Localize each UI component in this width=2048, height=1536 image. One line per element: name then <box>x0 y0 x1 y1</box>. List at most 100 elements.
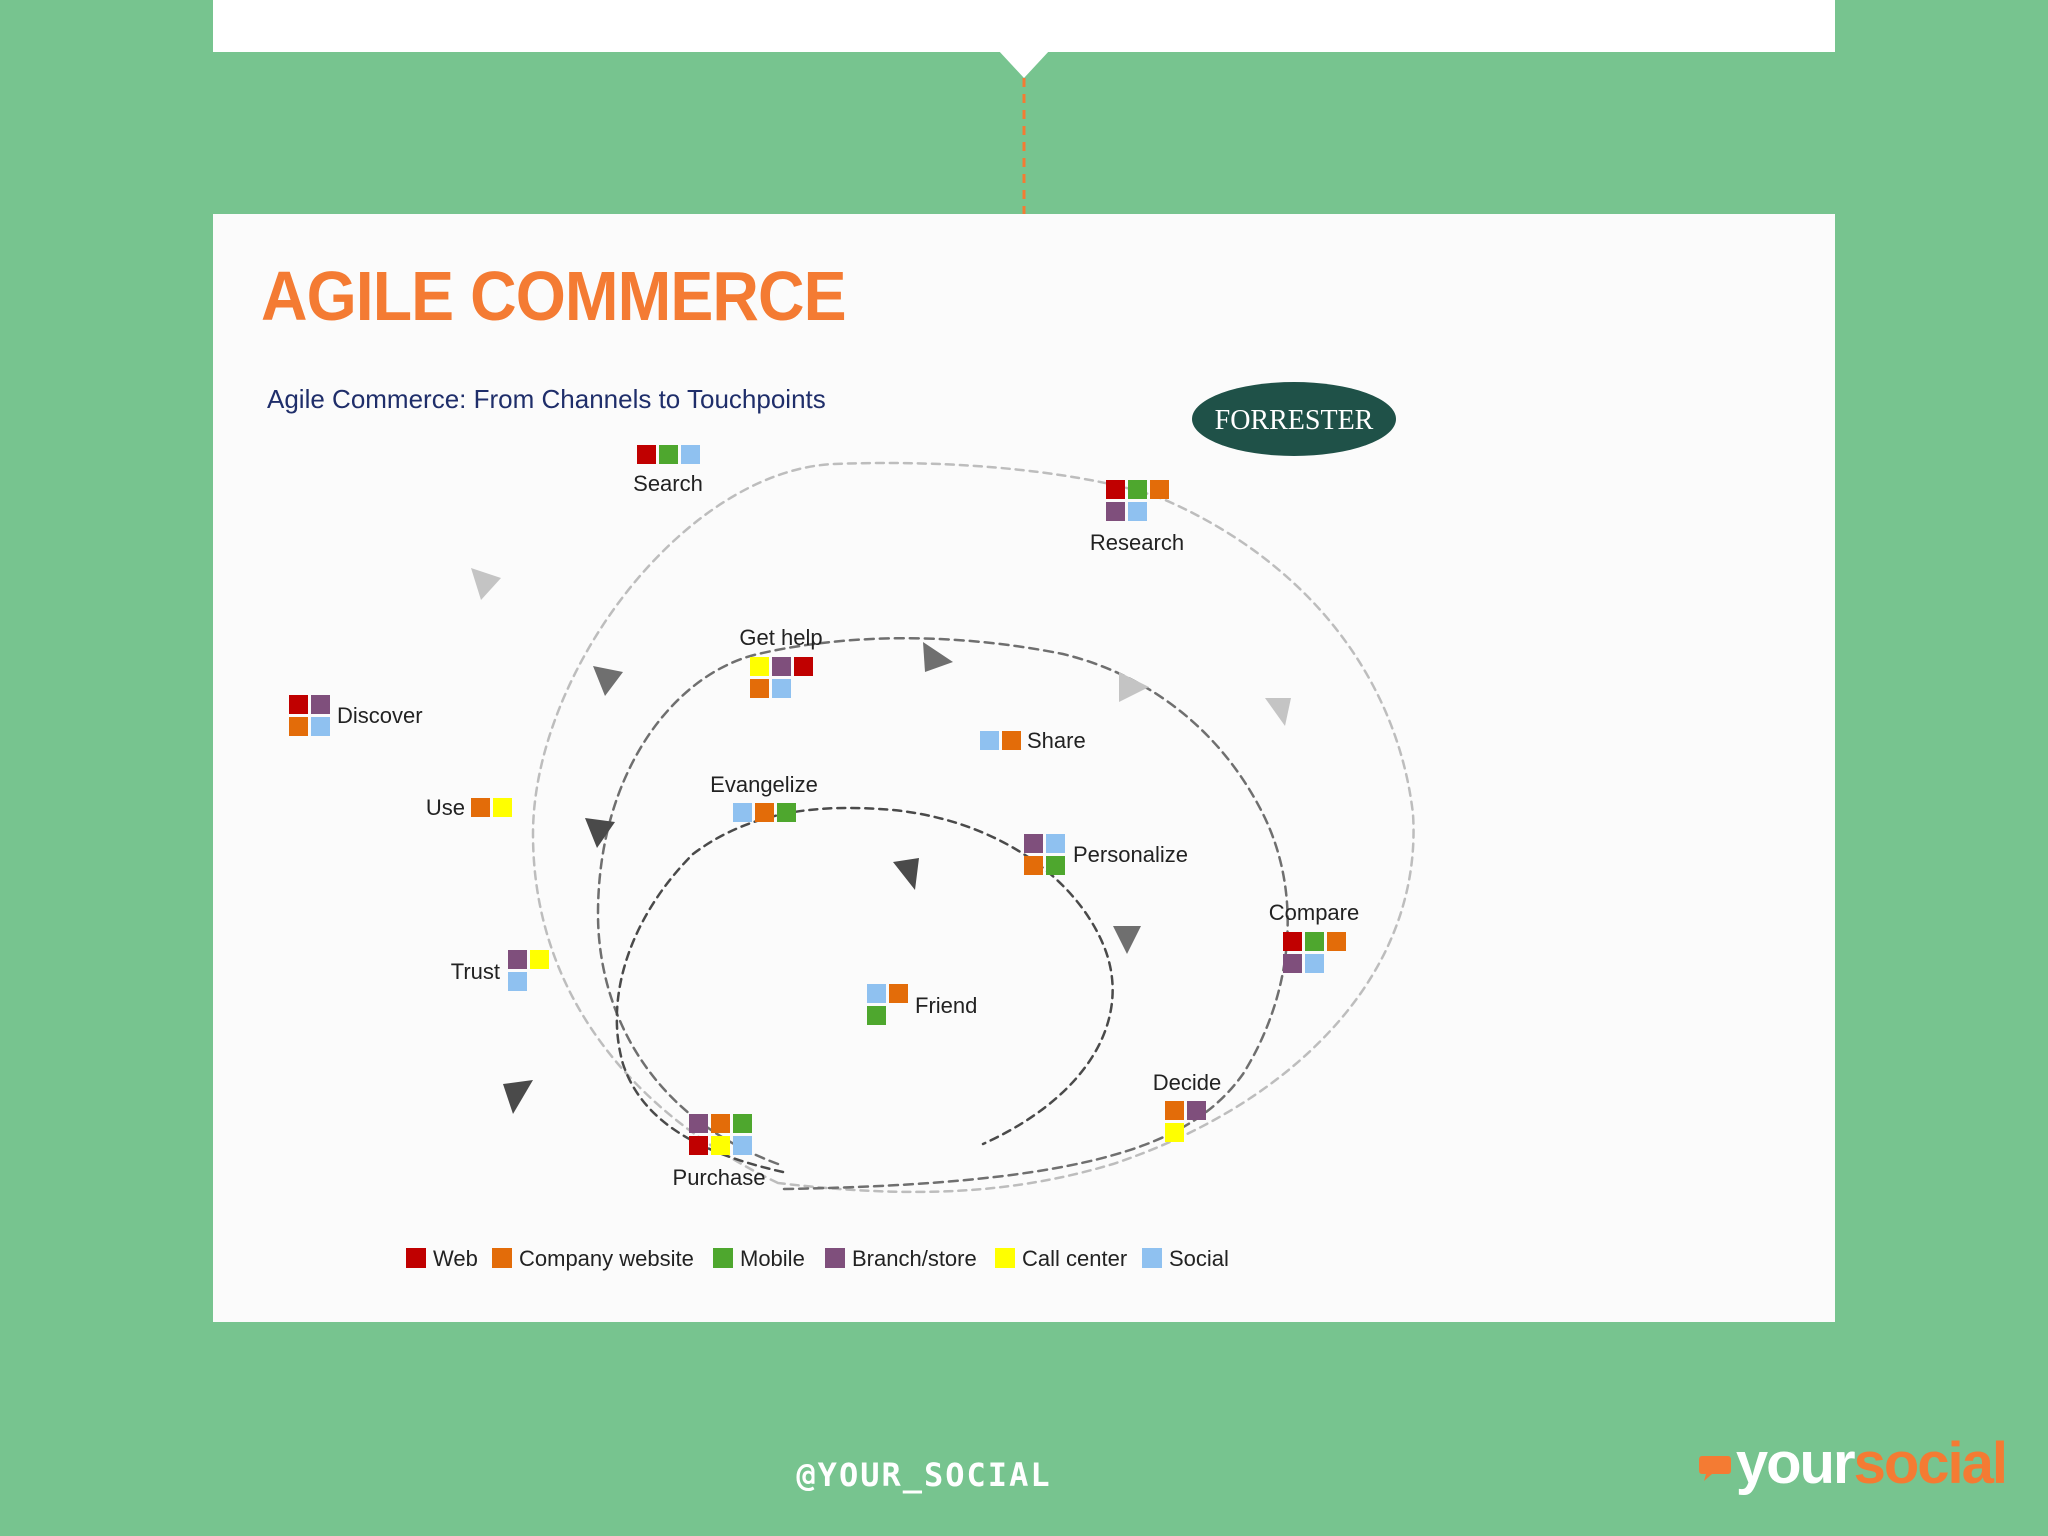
channel-mobile <box>1305 932 1324 951</box>
legend-label-company-website: Company website <box>519 1246 694 1271</box>
node-personalize: Personalize <box>1024 834 1188 875</box>
channel-legend: Web Company website Mobile Branch/store … <box>406 1246 1229 1271</box>
node-friend: Friend <box>867 984 977 1025</box>
outer-loop <box>531 461 1415 1194</box>
channel-branch-store <box>508 950 527 969</box>
legend-swatch-branch-store <box>825 1248 845 1268</box>
speech-bubble-icon <box>1698 1456 1731 1481</box>
channel-social <box>772 679 791 698</box>
channel-social <box>980 731 999 750</box>
channel-mobile <box>659 445 678 464</box>
channel-call-center <box>530 950 549 969</box>
node-label: Personalize <box>1073 842 1188 867</box>
node-label: Share <box>1027 728 1086 753</box>
channel-branch-store <box>1024 834 1043 853</box>
channel-company-website <box>471 798 490 817</box>
flow-arrows <box>471 568 1291 1114</box>
channel-company-website <box>889 984 908 1003</box>
slide-title: AGILE COMMERCE <box>261 257 847 335</box>
arrow-inner-1 <box>585 818 615 848</box>
node-use: Use <box>426 795 512 820</box>
legend-label-social: Social <box>1169 1246 1229 1271</box>
channel-branch-store <box>689 1114 708 1133</box>
arrow-outer-2 <box>471 568 501 600</box>
channel-call-center <box>711 1136 730 1155</box>
channel-company-website <box>755 803 774 822</box>
dashed-connector <box>1022 78 1026 214</box>
legend-swatch-social <box>1142 1248 1162 1268</box>
channel-mobile <box>1046 856 1065 875</box>
arrow-middle-1 <box>593 666 623 696</box>
node-search: Search <box>633 445 703 496</box>
channel-social <box>1046 834 1065 853</box>
legend-swatch-mobile <box>713 1248 733 1268</box>
channel-social <box>681 445 700 464</box>
channel-web <box>1106 480 1125 499</box>
forrester-logo-text: FORRESTER <box>1215 405 1374 436</box>
node-share: Share <box>980 728 1086 753</box>
node-evangelize: Evangelize <box>710 772 818 822</box>
channel-branch-store <box>1187 1101 1206 1120</box>
arrow-middle-2 <box>923 642 953 672</box>
channel-company-website <box>289 717 308 736</box>
node-label: Purchase <box>673 1165 766 1190</box>
legend-label-call-center: Call center <box>1022 1246 1127 1271</box>
node-label: Evangelize <box>710 772 818 797</box>
channel-company-website <box>1150 480 1169 499</box>
legend-swatch-company-website <box>492 1248 512 1268</box>
channel-social <box>733 1136 752 1155</box>
channel-social <box>733 803 752 822</box>
arrow-inner-2 <box>893 858 919 890</box>
channel-call-center <box>1165 1123 1184 1142</box>
node-label: Use <box>426 795 465 820</box>
node-purchase: Purchase <box>673 1114 766 1190</box>
diagram-subtitle: Agile Commerce: From Channels to Touchpo… <box>267 384 826 414</box>
channel-web <box>289 695 308 714</box>
arrow-middle-3 <box>1113 926 1141 954</box>
channel-company-website <box>1165 1101 1184 1120</box>
node-label: Discover <box>337 703 423 728</box>
channel-mobile <box>867 1006 886 1025</box>
channel-branch-store <box>772 657 791 676</box>
brand-name-part1: your <box>1735 1430 1856 1496</box>
channel-mobile <box>733 1114 752 1133</box>
customer-journey-diagram: Agile Commerce: From Channels to Touchpo… <box>267 382 1415 1271</box>
forrester-logo <box>1192 382 1396 456</box>
channel-mobile <box>1128 480 1147 499</box>
channel-company-website <box>1327 932 1346 951</box>
channel-web <box>794 657 813 676</box>
node-label: Trust <box>451 959 500 984</box>
legend-swatch-web <box>406 1248 426 1268</box>
node-label: Get help <box>739 625 822 650</box>
channel-social <box>508 972 527 991</box>
legend-swatch-call-center <box>995 1248 1015 1268</box>
arrow-outer-3 <box>1265 698 1291 726</box>
node-label: Friend <box>915 993 977 1018</box>
arrow-inner-3 <box>503 1080 533 1114</box>
channel-social <box>1305 954 1324 973</box>
footer-social-handle: @YOUR_SOCIAL <box>796 1456 1052 1494</box>
node-compare: Compare <box>1269 900 1359 973</box>
channel-social <box>1128 502 1147 521</box>
node-label: Search <box>633 471 703 496</box>
channel-branch-store <box>311 695 330 714</box>
node-discover: Discover <box>289 695 423 736</box>
channel-call-center <box>750 657 769 676</box>
channel-company-website <box>750 679 769 698</box>
channel-social <box>867 984 886 1003</box>
channel-company-website <box>1002 731 1021 750</box>
channel-company-website <box>711 1114 730 1133</box>
node-label: Research <box>1090 530 1184 555</box>
legend-label-web: Web <box>433 1246 478 1271</box>
channel-web <box>689 1136 708 1155</box>
channel-social <box>311 717 330 736</box>
channel-web <box>1283 932 1302 951</box>
node-label: Compare <box>1269 900 1359 925</box>
node-research: Research <box>1090 480 1184 555</box>
legend-label-branch-store: Branch/store <box>852 1246 977 1271</box>
node-get-help: Get help <box>739 625 823 698</box>
arrow-outer-1 <box>1119 672 1149 702</box>
channel-branch-store <box>1283 954 1302 973</box>
panel-pointer <box>998 50 1050 78</box>
